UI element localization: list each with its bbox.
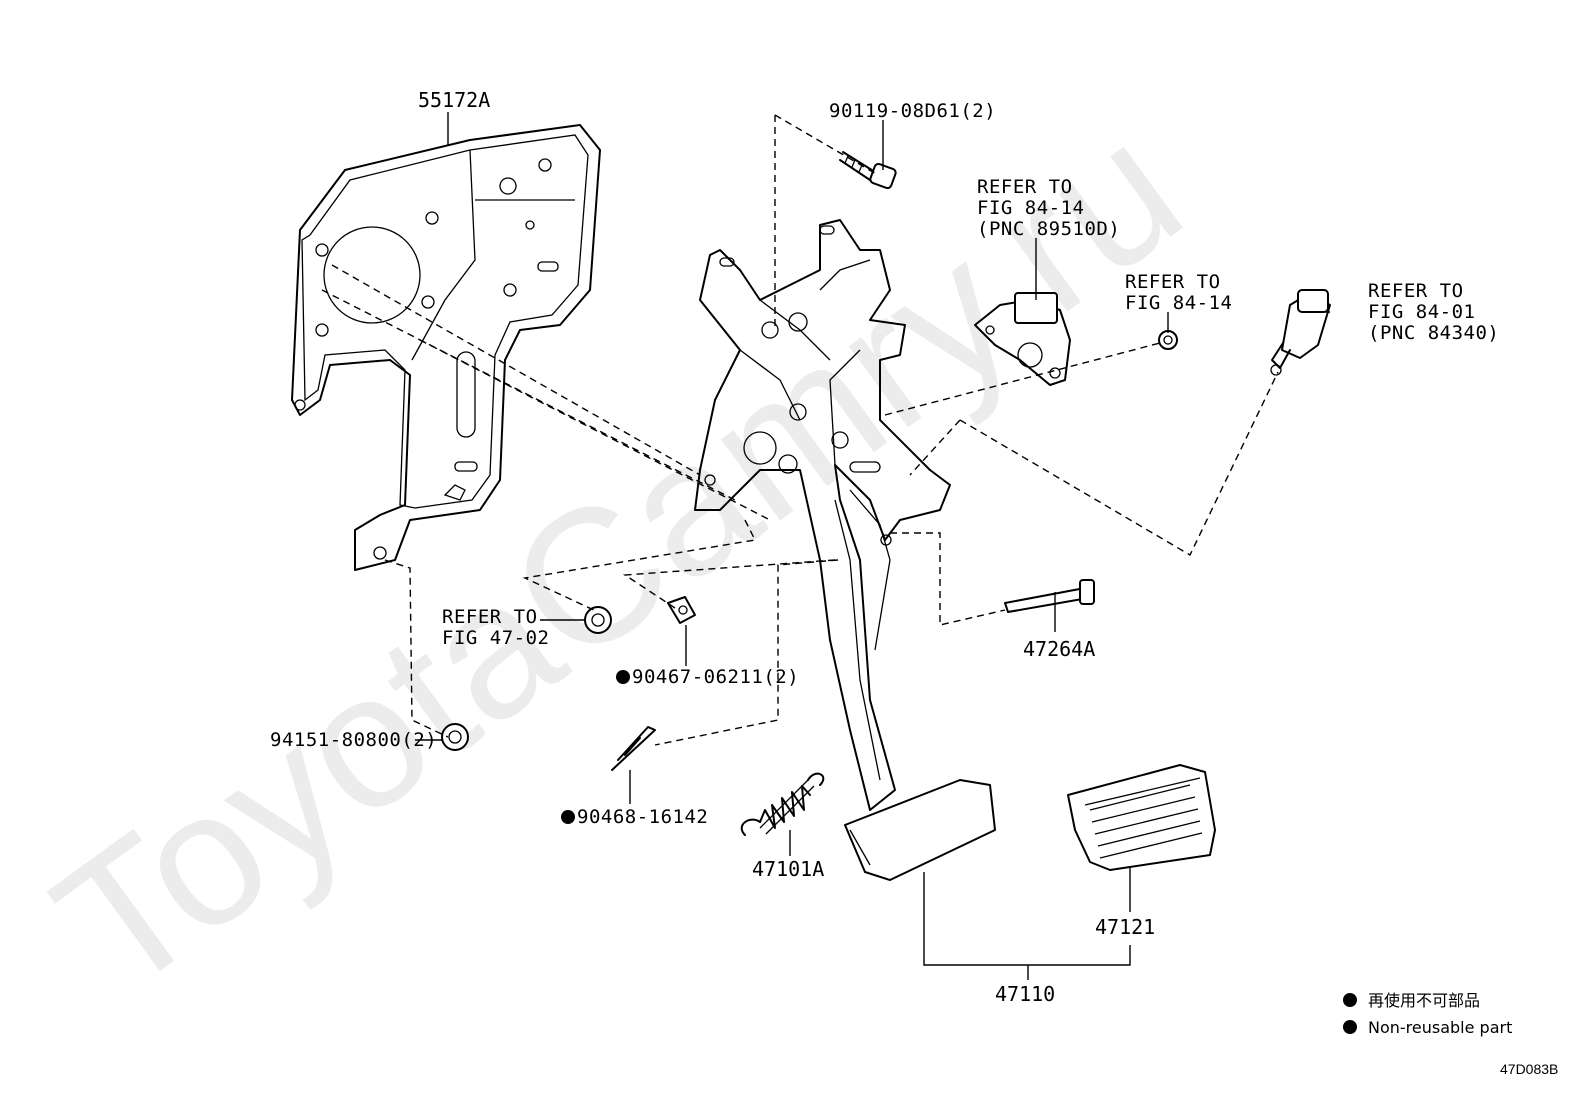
label-lower-nut-ref-1: REFER TO: [442, 606, 538, 628]
legend-dot-en: [1343, 1020, 1357, 1034]
legend-dot-jp: [1343, 993, 1357, 1007]
label-mount-nut: 94151-80800(2): [270, 729, 437, 751]
bracket-part: [291, 124, 601, 571]
leader-lines: [415, 112, 1330, 980]
label-nut-ref-1: REFER TO: [1125, 271, 1221, 293]
figure-code: 47D083B: [1500, 1061, 1558, 1077]
label-55172A: 55172A: [418, 88, 490, 112]
legend: 再使用不可部品 Non-reusable part: [1343, 991, 1512, 1037]
label-switch-ref-3: (PNC 84340): [1368, 322, 1499, 344]
legend-en: Non-reusable part: [1368, 1018, 1512, 1037]
cotter-pin-part: [611, 726, 656, 771]
pin-part: [1004, 579, 1095, 613]
label-cotter-pin: 90468-16142: [577, 806, 708, 828]
label-bolt: 90119-08D61(2): [829, 100, 996, 122]
label-sensor-ref-2: FIG 84-14: [977, 197, 1084, 219]
lower-nut-part: [584, 606, 612, 634]
label-pin: 47264A: [1023, 637, 1095, 661]
pedal-pad-part: [1067, 764, 1216, 871]
label-nut-ref-2: FIG 84-14: [1125, 292, 1232, 314]
label-clip: 90467-06211(2): [632, 666, 799, 688]
label-sensor-ref-3: (PNC 89510D): [977, 218, 1120, 240]
label-pedal-assembly: 47110: [995, 982, 1055, 1006]
legend-jp: 再使用不可部品: [1368, 991, 1480, 1010]
label-switch-ref-1: REFER TO: [1368, 280, 1464, 302]
label-pedal-pad: 47121: [1095, 915, 1155, 939]
mount-nut-part: [441, 723, 469, 751]
non-reusable-dot-cotter: [561, 810, 575, 824]
clip-part: [667, 596, 696, 624]
return-spring-part: [740, 772, 825, 836]
assembly-lines: [321, 114, 1279, 746]
label-spring: 47101A: [752, 857, 824, 881]
label-switch-ref-2: FIG 84-01: [1368, 301, 1475, 323]
label-lower-nut-ref-2: FIG 47-02: [442, 627, 549, 649]
label-sensor-ref-1: REFER TO: [977, 176, 1073, 198]
labels: 55172A 90119-08D61(2) REFER TO FIG 84-14…: [270, 88, 1499, 1006]
stop-switch-part: [1270, 289, 1331, 376]
sensor-nut-part: [1158, 330, 1178, 350]
non-reusable-dot-clip: [616, 670, 630, 684]
pedal-assembly-part: [694, 219, 996, 881]
